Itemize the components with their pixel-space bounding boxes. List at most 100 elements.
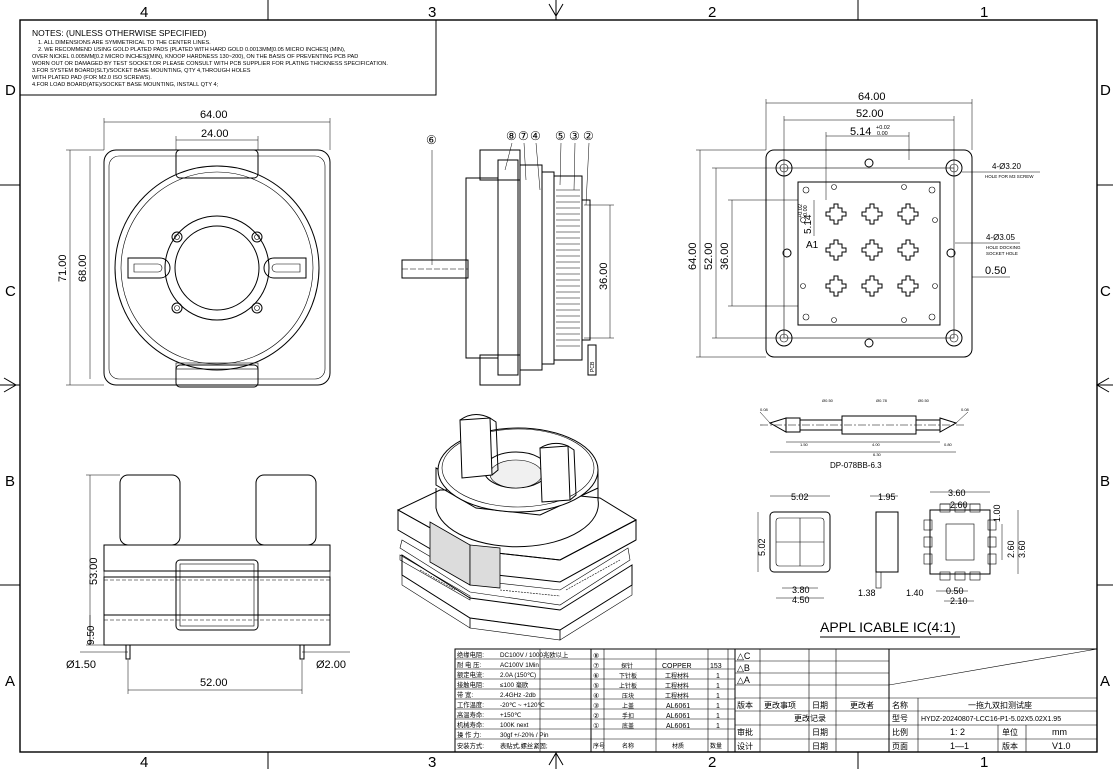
review-date-label: 日期 [812,728,828,737]
spec-value: 100K next [500,722,529,729]
ic-dim-8: 3.80 [792,585,810,595]
revision-label-changer: 更改者 [850,700,874,710]
bom-qty: 1 [716,703,720,710]
section-view: PCB ⑥ ⑧ ⑦ ④ ⑤ ③ ② 36.00 [401,129,614,386]
footprint-dim-pitch-x-tol-lower: 0.00 [877,131,888,137]
bom-name: 底盖 [622,722,634,730]
footprint-dim-pitch-y: 5.14 [803,214,814,234]
bom-qty: 153 [710,663,722,670]
ic-dim-10: 1.38 [858,588,876,598]
page-value: 1—1 [950,741,969,751]
col-label-top-4: 4 [140,4,148,21]
probe-pins [556,189,580,347]
col-label-bottom-4: 4 [140,754,148,769]
hole-m3-note: HOLE FOR M3 SCREW [985,174,1034,179]
unit-label: 单位 [1002,727,1018,737]
top-view-dim-height-inner: 68.00 [77,254,89,282]
section-dim-height: 36.00 [598,262,610,290]
ic-dim-4: 2.60 [950,500,968,510]
front-dim-base: 9.50 [86,625,97,645]
spec-value: ≤100 毫欧 [500,680,529,689]
bom-no: ④ [593,692,599,700]
bom-material: COPPER [662,663,692,670]
balloon-8: ⑧ [506,129,517,143]
title-info: 名称 一拖九双扣测试座 型号 HYDZ-20240807-LCC16-P1-5.… [892,700,1071,751]
bom-qty: 1 [716,683,720,690]
front-dim-hole-right: Ø2.00 [316,659,346,671]
bom-material: AL6061 [666,703,690,710]
spec-label: 操 作 力: [457,730,481,739]
ic-dim-12: 0.50 [946,586,964,596]
bom-header-name: 名称 [622,742,634,750]
spec-label: 接触电阻: [457,680,484,689]
pin-dim-6: 0.80 [944,442,953,447]
design-label: 设计 [737,741,753,751]
bom-qty: 1 [716,723,720,730]
bom-no: ③ [593,702,599,710]
balloon-2: ② [583,129,594,143]
balloon-6: ⑥ [426,133,437,147]
notes-line-1: NOTES: (UNLESS OTHERWISE SPECIFIED) [32,28,207,38]
notes-line-4: OVER NICKEL 0.005MM[0.2 MICRO INCHES](MI… [32,54,358,60]
notes-box: NOTES: (UNLESS OTHERWISE SPECIFIED) 1. A… [19,19,437,96]
notes-line-6: 3.FOR SYSTEM BOARD(SLT)/SOCKET BASE MOUN… [32,68,251,74]
version-value: V1.0 [1052,741,1071,751]
front-dim-height: 53.00 [88,557,100,585]
pin-dim-2: Ø0.50 [918,398,930,403]
spec-label: 工作温度: [457,700,484,709]
row-label-right-b: B [1100,473,1110,490]
bom-header-material: 材质 [672,742,684,750]
spec-label: 耐 电 压: [457,660,481,669]
ic-dim-5: 1.00 [992,504,1002,522]
bom-qty: 1 [716,713,720,720]
spec-value: +150℃ [500,712,521,719]
row-label-left-a: A [5,673,15,690]
model-label: 型号 [892,714,908,723]
footprint-dim-pitch-x: 5.14 [850,126,871,138]
bom-material: AL6061 [666,723,690,730]
pin-detail: 0.08 0.08 Ø0.50 Ø0.78 Ø0.50 1.50 4.00 6.… [759,398,970,470]
bom-name: 探针 [621,662,633,670]
ic-bottom-view [923,503,997,581]
bom-qty: 1 [716,673,720,680]
revision-record: 更改记录 [794,713,826,723]
balloon-5: ⑤ [555,129,566,143]
balloon-3: ③ [569,129,580,143]
pin-dim-1: Ø0.78 [876,398,888,403]
row-label-left-b: B [5,473,15,490]
iso-view [396,414,638,641]
pin-part-name: DP-078BB-6.3 [830,461,882,470]
spec-label: 高温寿命: [457,710,484,719]
col-label-top-2: 2 [708,4,716,21]
spec-value: 2.4GHz -2db [500,692,536,699]
bom-name: 上盖 [622,702,634,710]
scale-label: 比例 [892,727,908,737]
bom-qty: 1 [716,693,720,700]
pin-tip-left: 0.08 [760,407,769,412]
row-label-right-c: C [1100,283,1111,300]
title-block: 绝缘电阻: DC100V / 1000兆欧以上 耐 电 压: AC100V 1M… [454,648,1098,753]
spec-value: AC100V 1Min [500,662,539,669]
footprint-dim-width-mid: 52.00 [856,108,884,120]
col-label-bottom-2: 2 [708,754,716,769]
row-label-left-c: C [5,283,16,300]
bom-no: ① [593,722,599,730]
footprint-dim-height-inner: 36.00 [719,242,731,270]
bom-material: 工程材料 [665,672,689,680]
version-label: 版本 [1002,741,1018,751]
bom-name: 上针板 [619,682,637,690]
spec-label: 额定电流: [457,670,484,679]
spec-value: 2.0A (150℃) [500,672,536,679]
model-number: HYDZ-20240807-LCC16-P1-5.02X5.02X1.95 [921,716,1061,723]
row-label-right-d: D [1100,82,1111,99]
pin-dim-0: Ø0.50 [822,398,834,403]
notes-line-8: 4.FOR LOAD BOARD(ATE)/SOCKET BASE MOUNTI… [32,82,219,88]
bom-header-no: 序号 [593,742,605,750]
col-label-bottom-3: 3 [428,754,436,769]
hole-docking-note: HOLE DOCKING [986,245,1021,250]
spec-label: 安装方式: [457,741,484,750]
front-dim-hole-left: Ø1.50 [66,659,96,671]
footprint-dim-pitch-y-tol-lower: 0.00 [803,205,809,216]
revision-mark-a: △A [737,675,750,685]
